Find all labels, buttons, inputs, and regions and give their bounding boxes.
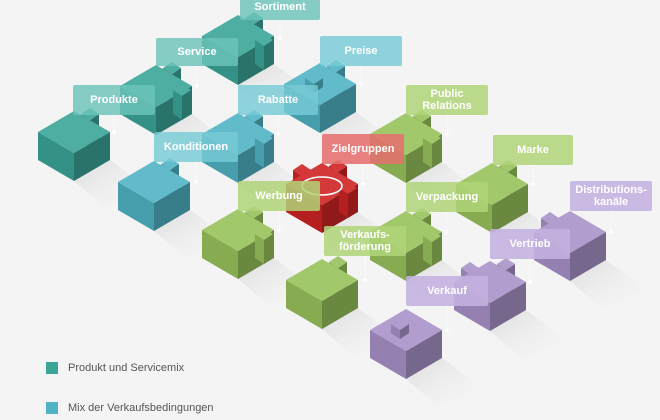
label-verpackung: Verpackung [406,182,488,212]
connector-dot [361,182,365,186]
label-verkauf: Verkauf [406,276,488,306]
legend-label: Mix der Verkaufsbedingungen [68,402,214,414]
piece-top [286,259,358,301]
piece-side [391,324,400,339]
label-preise: Preise [320,36,402,66]
piece-top [255,34,273,46]
piece-side [322,280,358,329]
legend-item-produkt-service: Produkt und Servicemix [46,362,184,374]
label-vertrieb: Vertrieb [490,229,570,259]
piece-top [38,111,110,153]
piece-side [182,90,191,120]
puzzle-piece [202,206,274,279]
piece-side [286,280,322,329]
connector-dot [445,328,449,332]
connector-dot [528,280,532,284]
connector-dot [363,278,367,282]
piece-side [370,330,406,379]
piece-top [497,258,515,270]
piece-side [570,232,606,281]
label-zielgruppen: Zielgruppen [322,134,404,164]
label-sortiment: Sortiment [240,0,320,20]
piece-side [255,138,264,168]
connector-dot [276,132,280,136]
connector-dot [277,228,281,232]
piece-side [348,188,357,218]
connector-dot [195,84,199,88]
piece-top [255,132,273,144]
piece-top [118,161,190,203]
piece-side [490,282,526,331]
puzzle-piece [202,12,274,85]
label-distributionskanaele: Distributions- kanäle [570,181,652,211]
connector-dot [359,82,363,86]
piece-top [305,72,323,84]
piece-side [432,138,441,168]
label-konditionen: Konditionen [154,132,238,162]
label-service: Service [156,38,238,66]
puzzle-piece [286,256,358,329]
piece-shadow [490,310,566,358]
piece-side [255,40,264,70]
label-werbung: Werbung [238,181,320,211]
puzzle-piece [38,108,110,181]
piece-side [406,330,442,379]
piece-top [173,84,191,96]
piece-side [492,184,528,233]
puzzle-piece [370,208,442,281]
piece-top [423,230,441,242]
piece-top [391,318,409,330]
piece-side [400,324,409,339]
label-produkte: Produkte [73,85,155,115]
piece-side [118,182,154,231]
connector-dot [445,132,449,136]
piece-shadow [406,358,482,406]
label-rabatte: Rabatte [238,85,318,115]
piece-side [432,236,441,266]
connector-dot [194,180,198,184]
piece-side [38,132,74,181]
piece-side [154,182,190,231]
piece-side [74,132,110,181]
label-marke: Marke [493,135,573,165]
connector-dot [531,182,535,186]
piece-side [255,234,264,264]
legend-swatch [46,362,58,374]
legend-label: Produkt und Servicemix [68,362,185,374]
piece-top [255,228,273,240]
piece-side [320,84,356,133]
piece-side [339,188,348,218]
connector-dot [445,230,449,234]
piece-shadow [570,260,646,308]
puzzle-piece [370,309,442,379]
connector-dot [112,130,116,134]
connector-dot [278,36,282,40]
piece-side [264,40,273,70]
piece-top [339,182,357,194]
piece-side [173,90,182,120]
piece-side [264,138,273,168]
connector-dot [609,230,613,234]
legend-item-verkaufsbedingungen: Mix der Verkaufsbedingungen [46,402,214,414]
piece-side [202,230,238,279]
label-verkaufsfoerderung: Verkaufs- förderung [324,226,406,256]
legend-swatch [46,402,58,414]
piece-top [329,256,347,268]
piece-side [423,138,432,168]
piece-side [264,234,273,264]
label-public-relations: Public Relations [406,85,488,115]
puzzle-piece [118,158,190,231]
piece-top [423,132,441,144]
piece-side [423,236,432,266]
